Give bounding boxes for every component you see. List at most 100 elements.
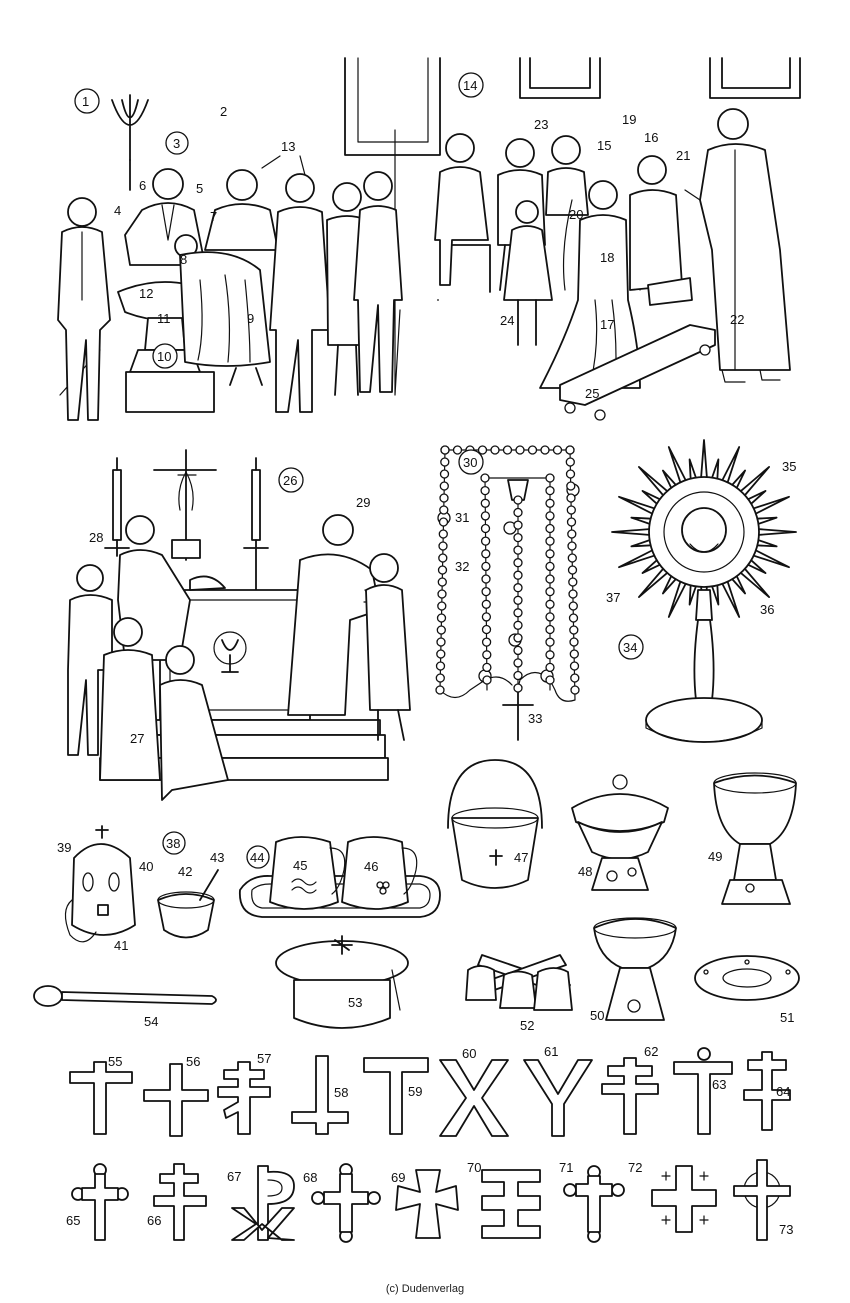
- rosary-bead: [482, 675, 492, 685]
- altar-bells-drawing: [465, 954, 573, 1011]
- rosary-bead: [480, 511, 491, 521]
- rosary-bead: [490, 445, 500, 455]
- label-35: 35: [782, 459, 796, 474]
- label-33: 33: [528, 711, 542, 726]
- monstrance-drawing: [611, 439, 797, 743]
- label-26: 26: [283, 473, 297, 488]
- label-57: 57: [257, 1051, 271, 1066]
- label-61: 61: [544, 1044, 558, 1059]
- rosary-bead: [482, 662, 492, 673]
- rosary-bead: [569, 661, 580, 671]
- circle-label-30: [458, 449, 484, 475]
- rosary-bead: [545, 574, 555, 584]
- circle-label-14: [458, 72, 484, 98]
- rosary-bead: [566, 493, 576, 503]
- rosary-bead: [513, 583, 523, 593]
- circle-label-34: [618, 634, 644, 660]
- label-43: 43: [210, 850, 224, 865]
- copyright-credit: (c) Dudenverlag: [385, 1283, 465, 1295]
- rosary-bead: [437, 565, 448, 575]
- rosary-bead: [513, 633, 523, 643]
- rosary-bead: [513, 520, 523, 530]
- small-chalice-drawing: [593, 917, 677, 1021]
- paten-drawing: [694, 955, 800, 1001]
- label-6: 6: [139, 178, 146, 193]
- label-46: 46: [364, 859, 378, 874]
- wedding-scene-drawing: [344, 57, 801, 421]
- rosary-bead: [513, 532, 523, 543]
- circle-label-38: [162, 831, 186, 855]
- rosary-bead: [545, 650, 555, 660]
- rosary-bead: [515, 445, 525, 455]
- label-39: 39: [57, 840, 71, 855]
- rosary-bead: [439, 493, 449, 503]
- rosary-bead: [545, 485, 555, 496]
- label-53: 53: [348, 995, 362, 1010]
- aspergillum-drawing: [33, 985, 217, 1007]
- label-27: 27: [130, 731, 144, 746]
- rosary-bead: [435, 685, 445, 695]
- rosary-bead: [481, 624, 492, 635]
- label-47: 47: [514, 850, 528, 865]
- rosary-bead: [570, 685, 580, 695]
- label-40: 40: [139, 859, 153, 874]
- rosary-bead: [545, 599, 555, 609]
- rosary-bead: [452, 445, 463, 455]
- label-8: 8: [180, 252, 187, 267]
- rosary-bead: [545, 624, 555, 635]
- rosary-beads: [435, 445, 580, 695]
- rosary-bead: [566, 481, 576, 491]
- label-48: 48: [578, 864, 592, 879]
- rosary-bead: [568, 601, 578, 611]
- rosary-drawing: [437, 449, 580, 741]
- rosary-bead: [565, 469, 576, 479]
- rosary-bead: [481, 549, 491, 559]
- label-18: 18: [600, 250, 614, 265]
- label-45: 45: [293, 858, 307, 873]
- label-73: 73: [779, 1222, 793, 1237]
- rosary-bead: [480, 523, 491, 534]
- label-31: 31: [455, 510, 469, 525]
- rosary-bead: [513, 645, 523, 656]
- label-4: 4: [114, 203, 121, 218]
- label-16: 16: [644, 130, 658, 145]
- label-1: 1: [82, 94, 89, 109]
- label-41: 41: [114, 938, 128, 953]
- rosary-bead: [568, 589, 578, 599]
- rosary-bead: [567, 565, 578, 575]
- label-2: 2: [220, 104, 227, 119]
- rosary-bead: [545, 523, 555, 534]
- rosary-bead: [569, 649, 579, 659]
- rosary-bead: [570, 673, 580, 683]
- cross-forms-row-2-drawing: [71, 1159, 791, 1243]
- rosary-bead: [438, 553, 448, 563]
- label-25: 25: [585, 386, 599, 401]
- label-44: 44: [250, 850, 264, 865]
- rosary-bead: [513, 507, 523, 518]
- circle-label-3: [165, 131, 189, 155]
- rosary-bead: [480, 485, 490, 496]
- label-63: 63: [712, 1077, 726, 1092]
- rosary-bead: [567, 541, 577, 551]
- label-42: 42: [178, 864, 192, 879]
- rosary-bead: [527, 445, 538, 455]
- rosary-bead: [436, 613, 447, 623]
- rosary-bead: [545, 675, 555, 685]
- label-32: 32: [455, 559, 469, 574]
- rosary-bead: [477, 445, 488, 455]
- rosary-bead: [565, 445, 575, 455]
- rosary-bead: [481, 561, 491, 572]
- label-3: 3: [173, 136, 180, 151]
- label-52: 52: [520, 1018, 534, 1033]
- label-14: 14: [463, 78, 477, 93]
- label-54: 54: [144, 1014, 158, 1029]
- rosary-bead: [502, 445, 513, 455]
- rosary-bead: [439, 481, 449, 491]
- label-10: 10: [157, 349, 171, 364]
- rosary-bead: [435, 661, 446, 671]
- label-30: 30: [463, 455, 477, 470]
- label-29: 29: [356, 495, 370, 510]
- rosary-bead: [513, 545, 523, 555]
- label-58: 58: [334, 1085, 348, 1100]
- label-66: 66: [147, 1213, 161, 1228]
